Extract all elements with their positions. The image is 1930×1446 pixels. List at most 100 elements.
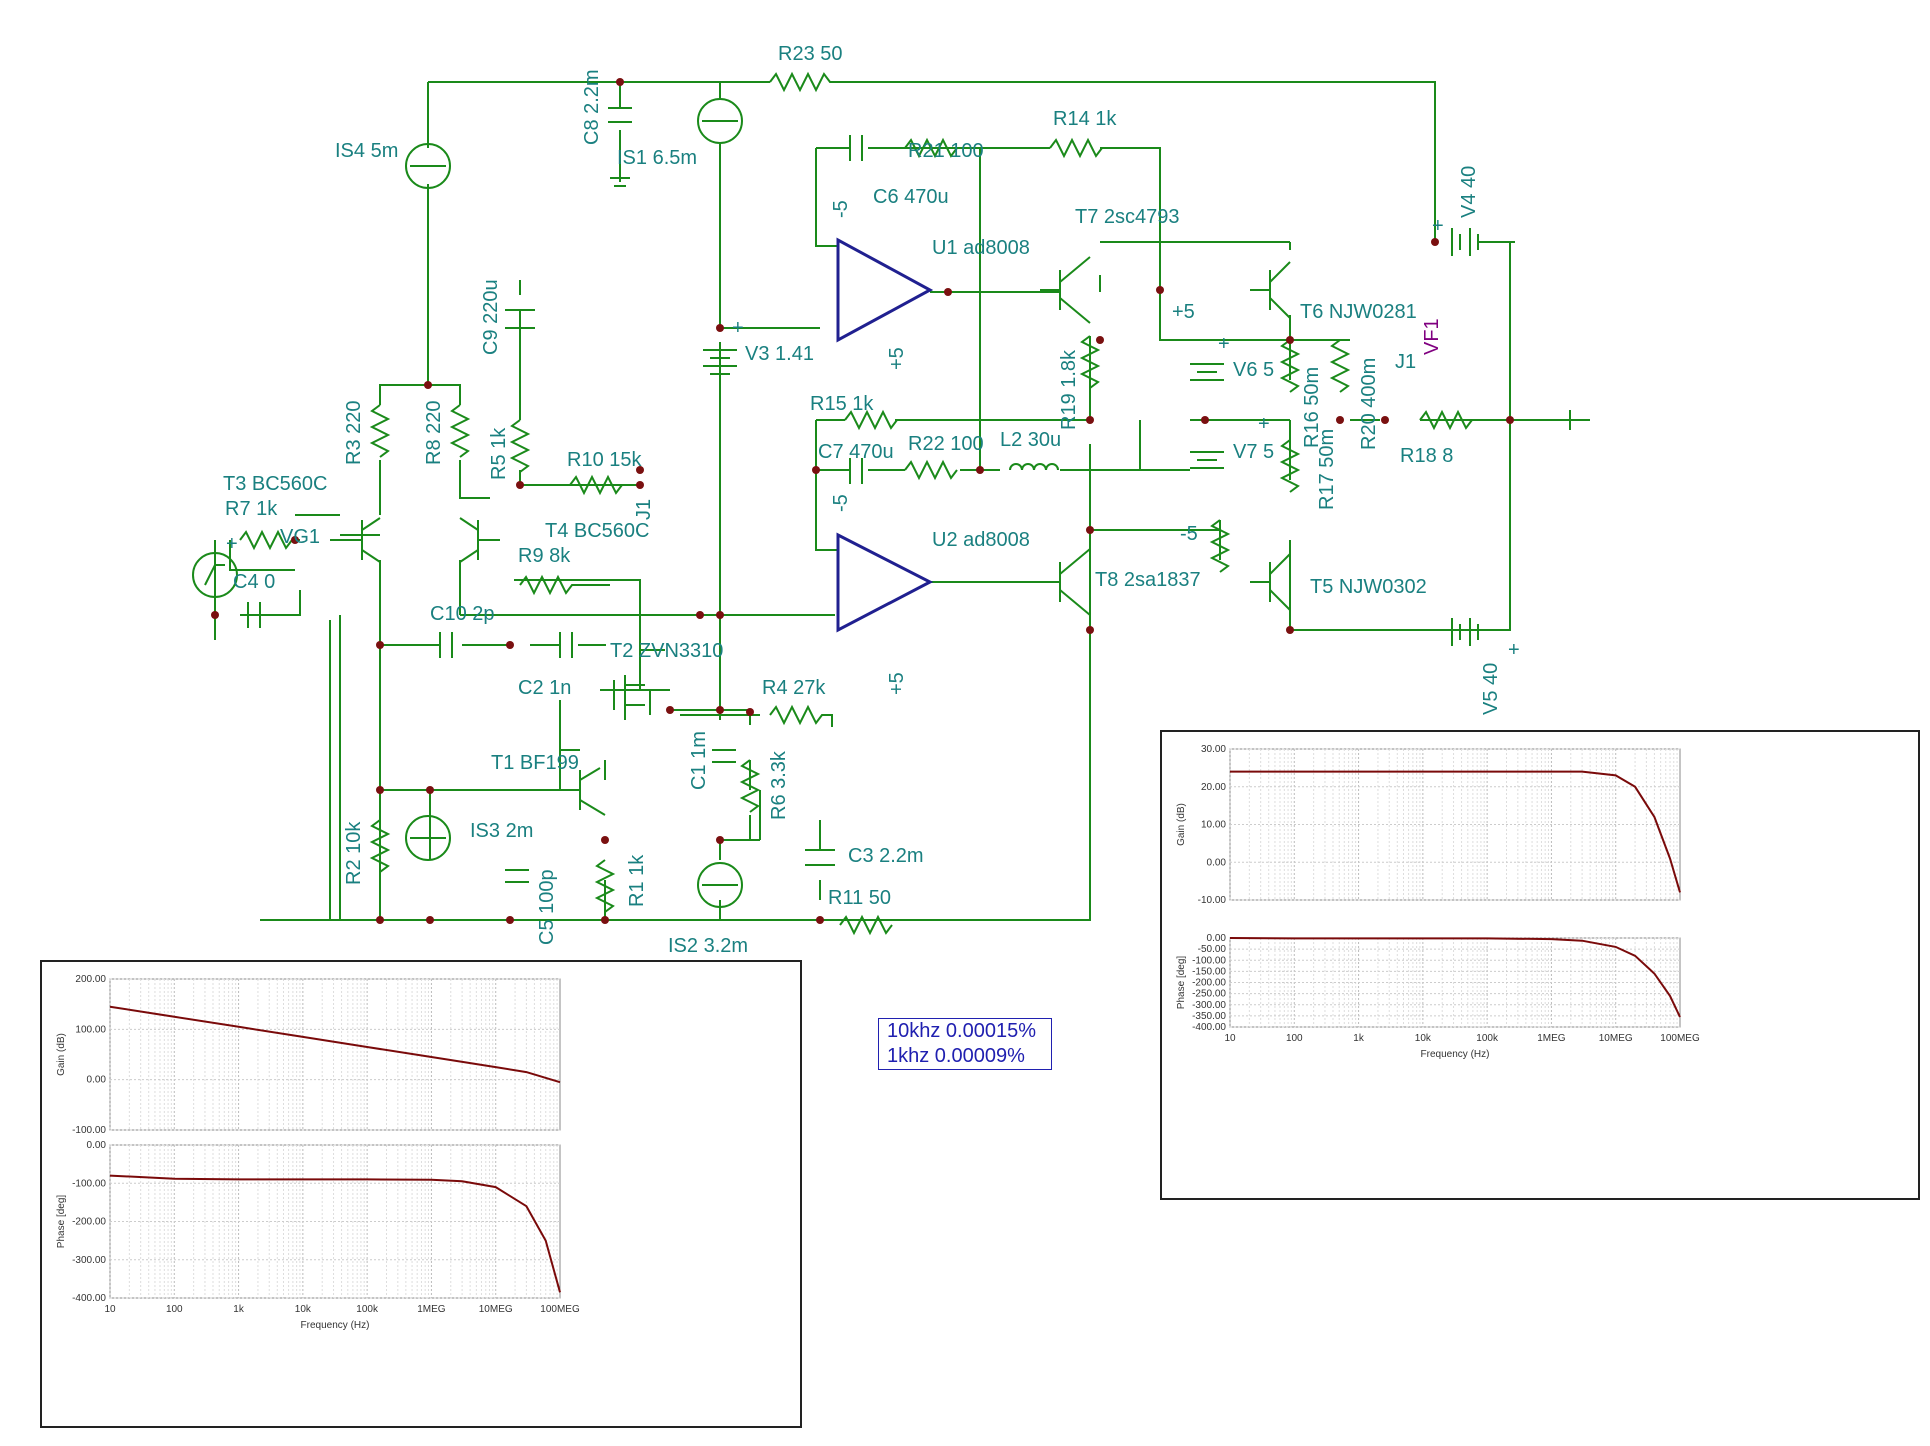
left-phase-ytick: -100.00: [72, 1178, 106, 1189]
label-R7: R7 1k: [225, 498, 278, 520]
label-R4: R4 27k: [762, 677, 826, 699]
right-phase-ytick: -400.00: [1192, 1022, 1226, 1033]
label-V6: V6 5: [1233, 359, 1274, 381]
label-R1: R1 1k: [626, 854, 648, 907]
left-phase-curve: [109, 1174, 561, 1293]
right-phase-ytick: -150.00: [1192, 966, 1226, 977]
plus-mark-v3: +: [732, 317, 744, 339]
label-T3: T3 BC560C: [223, 473, 328, 495]
left-phase-ylabel: Phase [deg]: [56, 1195, 67, 1249]
left-xtick: 100MEG: [540, 1304, 580, 1315]
label-R20: R20 400m: [1358, 358, 1380, 450]
inductor: [1009, 463, 1059, 471]
right-phase-curve: [1229, 937, 1681, 1018]
label-R22: R22 100: [908, 433, 984, 455]
label-T5: T5 NJW0302: [1310, 576, 1427, 598]
right-xtick: 100MEG: [1660, 1033, 1700, 1044]
label-V3: V3 1.41: [745, 343, 814, 365]
right-phase-ytick: -350.00: [1192, 1011, 1226, 1022]
label-R8: R8 220: [423, 401, 445, 466]
left-xlabel: Frequency (Hz): [301, 1320, 370, 1331]
supply-minus5-u1: -5: [830, 200, 852, 218]
label-L2: L2 30u: [1000, 429, 1061, 451]
left-xtick: 10MEG: [479, 1304, 513, 1315]
right-xtick: 1MEG: [1537, 1033, 1566, 1044]
plus-mark-v7: +: [1258, 413, 1270, 435]
label-R6: R6 3.3k: [768, 750, 790, 820]
left-phase-ytick: 0.00: [87, 1140, 107, 1151]
right-phase-ylabel: Phase [deg]: [1176, 956, 1187, 1010]
label-R21: R21 100: [908, 140, 984, 162]
label-R2: R2 10k: [343, 821, 365, 885]
component-labels: R23 50 C8 2.2m IS1 6.5m IS4 5m R14 1k R2…: [223, 43, 1520, 957]
right-gain-ytick: 30.00: [1201, 744, 1226, 755]
label-J1: J1: [1395, 351, 1416, 373]
right-xtick: 100k: [1476, 1033, 1499, 1044]
note-line-1: 10khz 0.00015%: [887, 1020, 1037, 1042]
right-phase-ytick: -100.00: [1192, 955, 1226, 966]
right-xtick: 1k: [1353, 1033, 1365, 1044]
right-phase-ytick: -250.00: [1192, 989, 1226, 1000]
left-phase-ytick: -300.00: [72, 1255, 106, 1266]
supply-plus5-u2: +5: [886, 672, 908, 695]
label-T8: T8 2sa1837: [1095, 569, 1201, 591]
plus-mark-vg1: +: [226, 533, 238, 555]
current-sources: [192, 98, 743, 908]
right-xtick: 10: [1224, 1033, 1236, 1044]
label-C3: C3 2.2m: [848, 845, 924, 867]
right-phase-ytick: -300.00: [1192, 1000, 1226, 1011]
label-T1: T1 BF199: [491, 752, 579, 774]
label-C2: C2 1n: [518, 677, 571, 699]
right-gain-ytick: -10.00: [1198, 895, 1227, 906]
supply-minus5-u2: -5: [830, 494, 852, 512]
label-R5: R5 1k: [488, 427, 510, 480]
left-phase-ytick: -400.00: [72, 1293, 106, 1304]
left-xtick: 1MEG: [417, 1304, 446, 1315]
note-line-2: 1khz 0.00009%: [887, 1045, 1025, 1067]
label-IS1: IS1 6.5m: [617, 147, 697, 169]
label-IS3: IS3 2m: [470, 820, 533, 842]
left-gain-ytick: 200.00: [75, 974, 106, 985]
label-J1b: J1: [633, 499, 655, 520]
label-R18: R18 8: [1400, 445, 1453, 467]
label-R23: R23 50: [778, 43, 843, 65]
label-VF1: VF1: [1421, 318, 1443, 355]
plus-mark-v6: +: [1218, 333, 1230, 355]
plus-mark-v4: +: [1432, 215, 1444, 237]
label-IS2: IS2 3.2m: [668, 935, 748, 957]
right-gain-ylabel: Gain (dB): [1176, 803, 1187, 846]
resistors: [239, 71, 1473, 936]
label-R11: R11 50: [828, 887, 891, 909]
label-R16: R16 50m: [1301, 367, 1323, 448]
right-gain-ytick: 20.00: [1201, 782, 1226, 793]
label-C10: C10 2p: [430, 603, 495, 625]
label-R17: R17 50m: [1316, 429, 1338, 510]
label-VG1: VG1: [280, 526, 320, 548]
supply-plus5-mid: +5: [1172, 301, 1195, 323]
label-IS4: IS4 5m: [335, 140, 398, 162]
left-xtick: 10: [104, 1304, 116, 1315]
left-gain-ylabel: Gain (dB): [56, 1033, 67, 1076]
left-phase-ytick: -200.00: [72, 1217, 106, 1228]
junctions: [211, 78, 1514, 924]
left-gain-ytick: -100.00: [72, 1125, 106, 1136]
left-gain-ytick: 100.00: [75, 1024, 106, 1035]
supply-plus5-u1: +5: [886, 347, 908, 370]
batteries: [703, 228, 1590, 646]
label-C4: C4 0: [233, 571, 275, 593]
label-T4: T4 BC560C: [545, 520, 650, 542]
label-U2: U2 ad8008: [932, 529, 1030, 551]
left-gain-curve: [109, 1005, 561, 1084]
distortion-note: 10khz 0.00015% 1khz 0.00009%: [878, 1018, 1052, 1070]
right-xlabel: Frequency (Hz): [1421, 1049, 1490, 1060]
left-xtick: 100k: [356, 1304, 379, 1315]
right-xtick: 10MEG: [1599, 1033, 1633, 1044]
label-C6: C6 470u: [873, 186, 949, 208]
label-R19: R19 1.8k: [1058, 349, 1080, 430]
left-gain-frame: [109, 978, 561, 1131]
label-C9: C9 220u: [480, 279, 502, 355]
